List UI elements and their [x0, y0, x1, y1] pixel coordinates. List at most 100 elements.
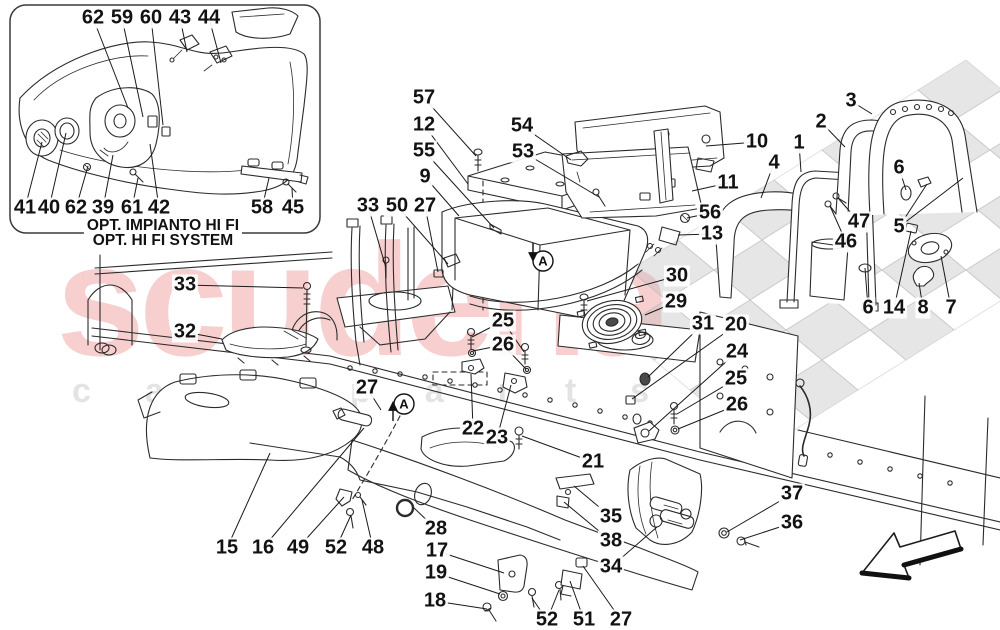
callout-label-6: 6: [891, 156, 907, 179]
callout-label-57: 57: [410, 86, 438, 109]
leader-line: [898, 177, 964, 228]
rear-shelf-panels-art: [561, 105, 725, 257]
callout-label-47: 47: [845, 210, 873, 233]
callout-label-19: 19: [422, 561, 450, 584]
callout-label-37: 37: [778, 482, 806, 505]
leader-line: [150, 17, 164, 126]
speaker-screw-art: [579, 293, 589, 317]
leader-line: [92, 17, 129, 109]
callout-label-17: 17: [423, 539, 451, 562]
callout-label-3: 3: [843, 89, 859, 112]
callout-label-62: 62: [62, 196, 90, 219]
callout-label-60: 60: [137, 6, 165, 29]
leader-line: [586, 275, 678, 302]
leader-line: [226, 452, 271, 549]
leader-line: [423, 150, 495, 229]
callout-label-51: 51: [570, 608, 598, 630]
latch-panel-art: [627, 378, 812, 548]
callout-label-49: 49: [284, 536, 312, 559]
callout-label-4: 4: [766, 151, 782, 174]
callout-label-29: 29: [662, 290, 690, 313]
callout-label-11: 11: [715, 171, 741, 194]
callout-label-21: 21: [579, 450, 607, 473]
callout-label-45: 45: [279, 196, 307, 219]
callout-label-23: 23: [483, 426, 511, 449]
callout-label-20: 20: [722, 313, 750, 336]
callout-label-25: 25: [722, 367, 750, 390]
callout-label-56: 56: [696, 201, 724, 224]
callout-label-18: 18: [421, 589, 449, 612]
detail-view-marker: A: [528, 243, 554, 272]
callout-label-27: 27: [607, 608, 635, 630]
svg-text:A: A: [399, 397, 409, 412]
callout-label-50: 50: [383, 194, 411, 217]
callout-label-35: 35: [597, 505, 625, 528]
callout-label-44: 44: [195, 6, 223, 29]
callout-label-24: 24: [723, 340, 751, 363]
callout-label-59: 59: [108, 6, 136, 29]
armrest-art: [221, 281, 319, 366]
leader-line: [648, 351, 738, 432]
callout-label-55: 55: [410, 139, 438, 162]
callout-label-48: 48: [359, 536, 387, 559]
callout-label-13: 13: [698, 222, 726, 245]
sill-brackets-art: [482, 473, 595, 622]
leader-line: [24, 141, 43, 209]
callout-label-31: 31: [689, 312, 717, 335]
callout-label-26: 26: [489, 333, 517, 356]
callout-label-25: 25: [489, 309, 517, 332]
callout-label-40: 40: [35, 196, 63, 219]
callout-label-52: 52: [533, 608, 561, 630]
callout-label-12: 12: [410, 113, 438, 136]
lower-trim-art: [137, 369, 699, 591]
callout-label-36: 36: [778, 511, 806, 534]
callout-label-15: 15: [213, 536, 241, 559]
leader-line: [184, 284, 304, 289]
callout-label-53: 53: [509, 140, 537, 163]
leader-line: [121, 17, 144, 118]
flag-cell: [821, 329, 907, 391]
callout-label-62: 62: [79, 6, 107, 29]
callout-label-41: 41: [11, 196, 39, 219]
callout-label-33: 33: [354, 194, 382, 217]
leader-line: [48, 132, 67, 209]
callout-label-27: 27: [353, 376, 381, 399]
callout-label-52: 52: [322, 536, 350, 559]
roll-bars-art: [715, 99, 978, 312]
callout-label-26: 26: [723, 393, 751, 416]
callout-label-22: 22: [459, 417, 487, 440]
callout-label-1: 1: [791, 131, 807, 154]
callout-label-32: 32: [171, 320, 199, 343]
hifi-inset-art: [9, 4, 321, 234]
callout-label-9: 9: [417, 165, 433, 188]
flag-cell: [977, 195, 1000, 229]
callout-label-46: 46: [832, 230, 860, 253]
callout-label-5: 5: [891, 215, 907, 238]
direction-arrow: [859, 530, 964, 581]
inset-caption-english: OPT. HI FI SYSTEM: [89, 233, 237, 249]
flag-cell: [989, 143, 1000, 159]
inset-caption-italian: OPT. IMPIANTO HI FI: [83, 218, 243, 234]
callout-label-30: 30: [663, 264, 691, 287]
callout-label-27: 27: [411, 194, 439, 217]
leader-line: [631, 324, 737, 400]
leader-line: [262, 427, 365, 549]
callout-label-58: 58: [248, 196, 276, 219]
callout-label-16: 16: [249, 536, 277, 559]
callout-label-6: 6: [860, 296, 876, 319]
callout-label-2: 2: [813, 110, 829, 133]
callout-label-39: 39: [89, 196, 117, 219]
svg-text:A: A: [538, 254, 548, 269]
callout-label-7: 7: [943, 296, 959, 319]
leader-line: [893, 230, 912, 309]
leader-line: [424, 205, 439, 273]
flag-cell: [965, 248, 1000, 299]
callout-label-28: 28: [422, 517, 450, 540]
callout-label-33: 33: [171, 273, 199, 296]
flag-cell: [785, 299, 871, 361]
flag-cell: [917, 269, 1000, 331]
flag-cell: [953, 90, 1000, 151]
leader-line: [149, 143, 160, 209]
